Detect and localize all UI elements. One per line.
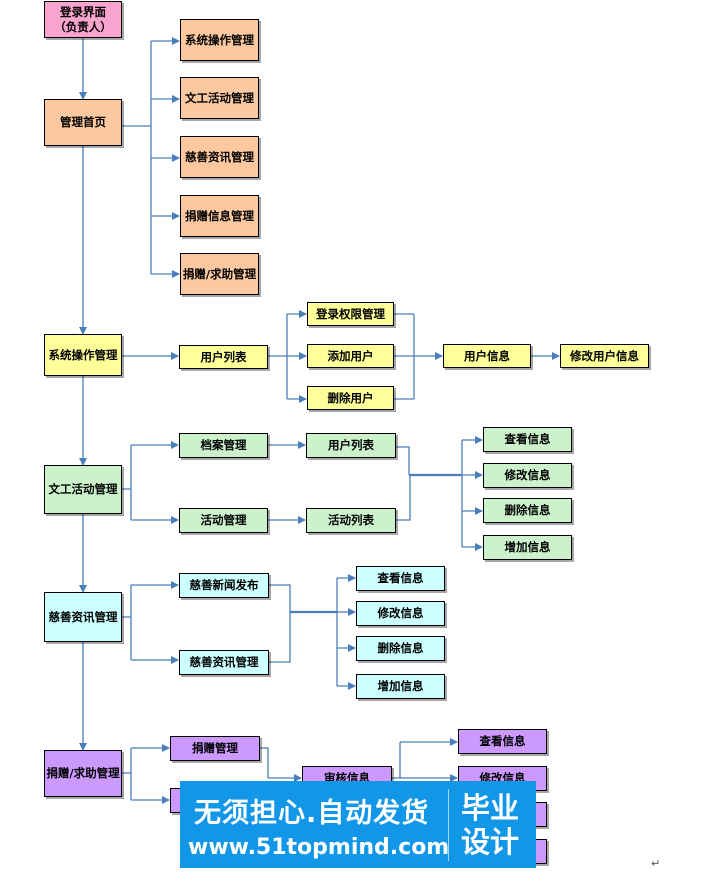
activity-box: 活动管理 [179,508,268,533]
user-info-box: 用户信息 [443,344,531,368]
charity-box: 慈善资讯管理 [44,592,122,642]
user-list-box: 用户列表 [179,345,268,369]
donate-manage-box: 捐赠管理 [170,736,260,761]
activity-list-box: 活动列表 [306,508,396,533]
help-view-box: 查看信息 [458,729,547,754]
culture-delete-box: 删除信息 [483,498,572,523]
delete-user-box: 删除用户 [307,386,394,410]
charity-delete-box: 删除信息 [356,636,445,661]
culture-add-box: 增加信息 [483,535,572,560]
news-publish-box: 慈善新闻发布 [179,573,269,598]
menu-culture-box: 文工活动管理 [180,77,259,119]
login-box: 登录界面 （负责人） [44,1,122,38]
culture-view-box: 查看信息 [483,427,572,452]
culture-box: 文工活动管理 [44,465,122,514]
menu-system-box: 系统操作管理 [180,19,259,61]
menu-charity-box: 慈善资讯管理 [180,136,259,178]
watermark-banner: 无须担心.自动发货 www.51topmind.com 毕业 设计 [180,781,536,868]
charity-view-box: 查看信息 [356,566,445,591]
home-box: 管理首页 [44,99,122,146]
menu-help-box: 捐赠/求助管理 [180,253,259,295]
charity-add-box: 增加信息 [356,674,445,699]
system-box: 系统操作管理 [44,334,122,376]
paragraph-mark: ↵ [651,857,661,870]
charity-manage-box: 慈善资讯管理 [179,650,269,675]
charity-edit-box: 修改信息 [356,601,445,626]
watermark-badge-bottom: 设计 [460,825,519,859]
help-box: 捐赠/求助管理 [44,750,122,797]
culture-edit-box: 修改信息 [483,463,572,488]
archive-box: 档案管理 [179,433,268,458]
watermark-badge-top: 毕业 [460,791,519,825]
menu-donate-box: 捐赠信息管理 [180,195,259,237]
culture-user-list-box: 用户列表 [306,433,396,458]
watermark-badge: 毕业 设计 [448,789,531,861]
edit-user-info-box: 修改用户信息 [560,344,649,368]
add-user-box: 添加用户 [307,344,394,368]
login-permission-box: 登录权限管理 [307,302,394,326]
watermark-slogan: 无须担心.自动发货 [194,798,430,829]
watermark-url: www.51topmind.com [188,835,450,860]
